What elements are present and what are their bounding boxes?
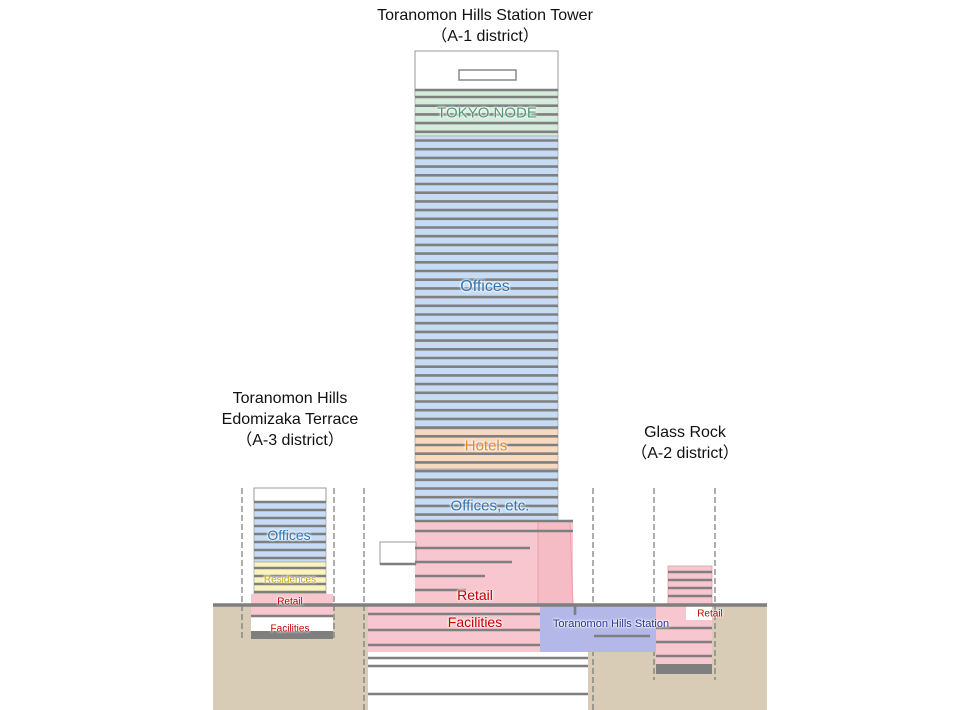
a3-facilities <box>251 616 333 631</box>
offices-etc-label: Offices, etc. <box>450 497 530 515</box>
a2-foundation <box>656 664 712 674</box>
rooftop-structure <box>458 69 517 81</box>
a3-offices <box>253 501 327 563</box>
glass-rock-a2 <box>656 565 713 674</box>
facilities-label: Facilities <box>447 614 503 630</box>
edomizaka-name-line2: Edomizaka Terrace <box>221 411 359 428</box>
tokyo-node-label: TOKYO NODE <box>437 104 537 122</box>
glass-rock-name: Glass Rock <box>644 424 726 441</box>
a2-retail-label: Retail <box>697 608 723 620</box>
station-tower-a1 <box>368 50 685 696</box>
podium-retail-edge <box>537 520 574 607</box>
station-tower-name: Toranomon Hills Station Tower <box>377 7 593 24</box>
underground-void <box>368 652 588 710</box>
offices-etc-band <box>414 468 559 522</box>
glass-rock-district: （A-2 district） <box>631 445 739 462</box>
station-tower-district: （A-1 district） <box>431 28 539 45</box>
edomizaka-terrace-caption: Toranomon Hills Edomizaka Terrace （A-3 d… <box>190 388 390 451</box>
a3-top <box>253 487 327 503</box>
station-tower-caption: Toranomon Hills Station Tower （A-1 distr… <box>325 5 645 47</box>
lot-boundaries <box>241 488 716 710</box>
annex-box <box>379 541 417 565</box>
hotels-label: Hotels <box>464 437 508 455</box>
a3-foundation <box>251 631 333 639</box>
a3-retail-label: Retail <box>277 596 303 608</box>
station-label: Toranomon Hills Station <box>552 618 670 630</box>
edomizaka-name-line1: Toranomon Hills <box>232 390 348 407</box>
edomizaka-terrace-a3 <box>251 487 333 639</box>
a3-offices-label: Offices <box>267 527 311 543</box>
glass-rock-caption: Glass Rock （A-2 district） <box>605 422 765 464</box>
a3-facilities-label: Facilities <box>270 623 310 635</box>
edomizaka-district: （A-3 district） <box>236 432 344 449</box>
a2-gap <box>686 606 712 620</box>
offices-label: Offices <box>460 278 510 295</box>
retail-label: Retail <box>457 587 493 603</box>
a3-residences-label: Residences <box>263 574 317 586</box>
